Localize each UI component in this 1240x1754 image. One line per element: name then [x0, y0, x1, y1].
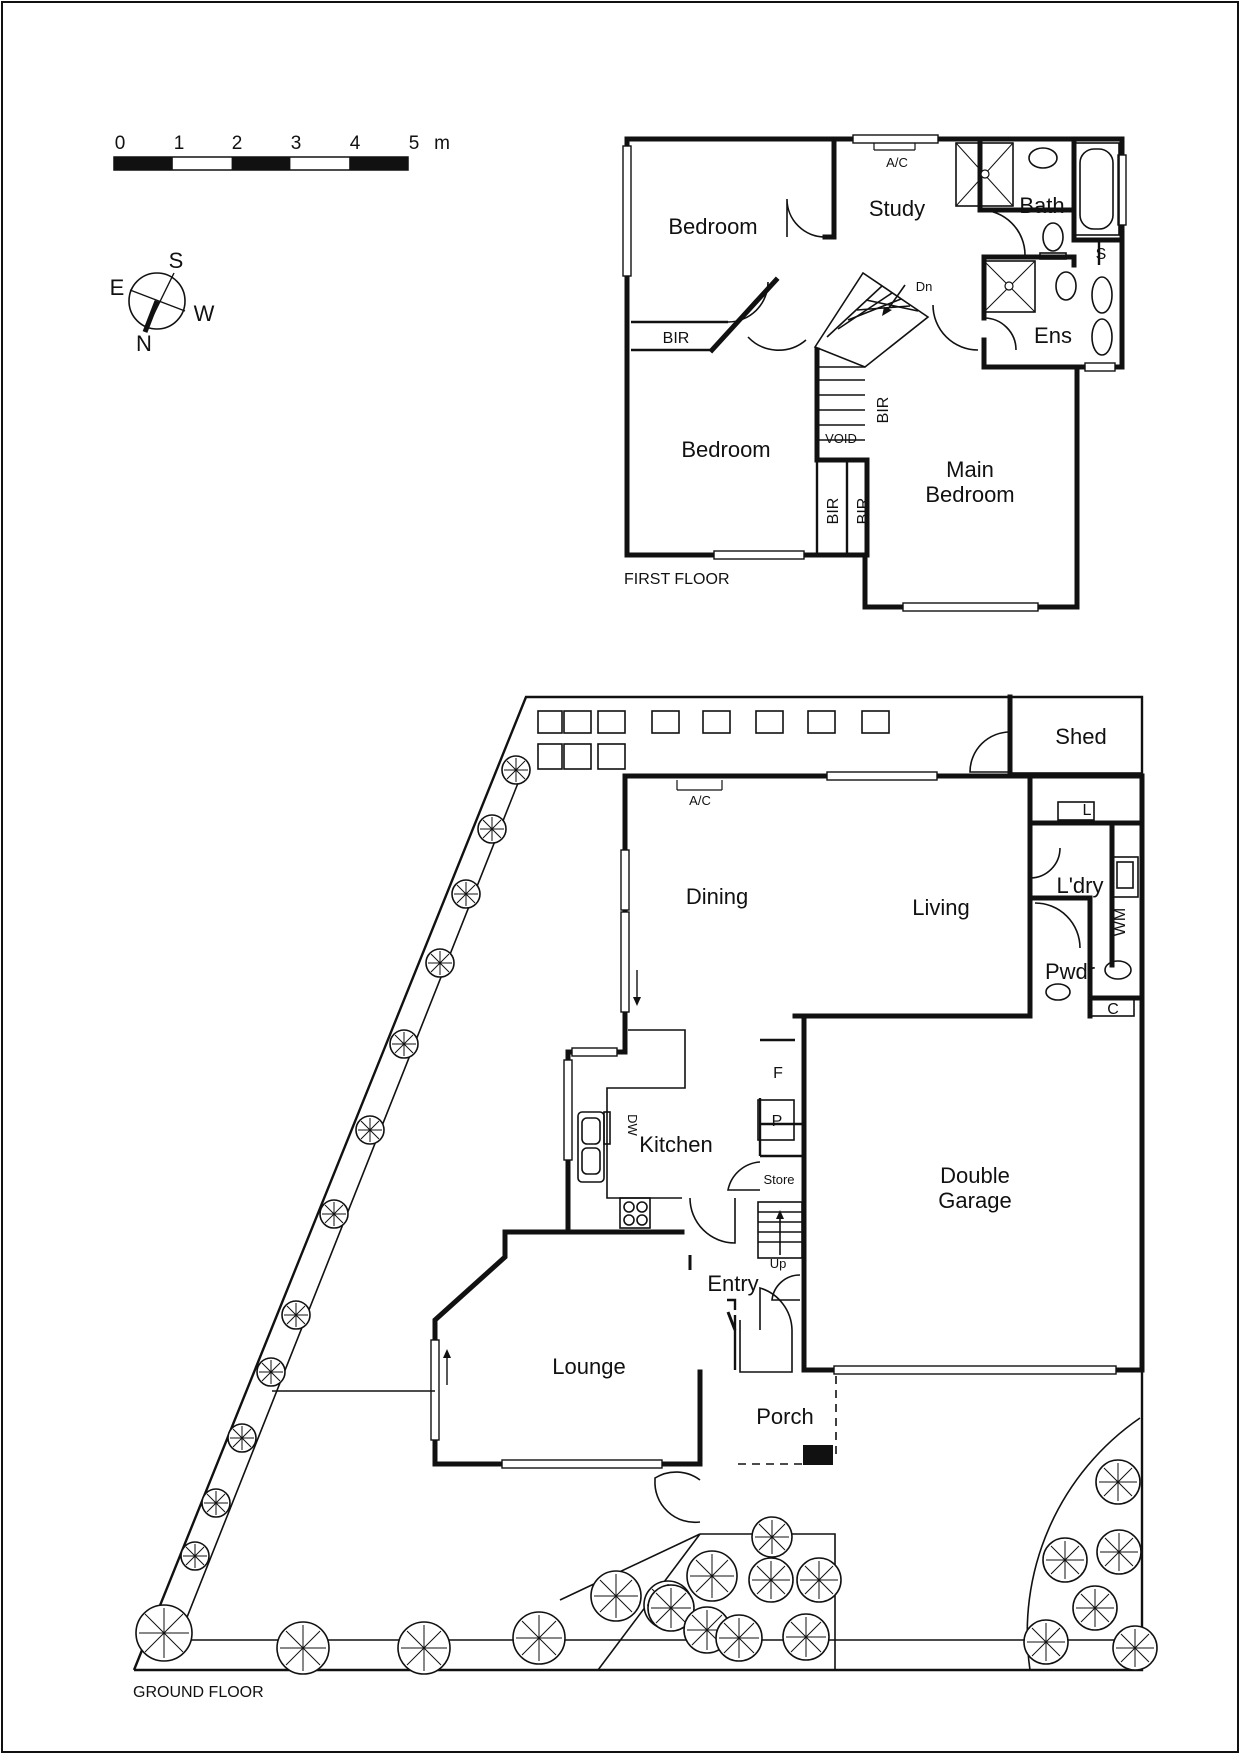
ff-s-label: S	[1096, 246, 1107, 263]
scale-tick-4: 4	[350, 133, 361, 154]
gf-shed-label: Shed	[1055, 724, 1106, 749]
ground-floor-plan: Shed A/C L Dining Living L'dry WM Pwdr C…	[132, 694, 1158, 1701]
gf-store-label: Store	[763, 1172, 794, 1187]
compass-e: E	[110, 275, 125, 300]
scale-unit: m	[434, 133, 450, 154]
gf-garage-line2: Garage	[938, 1188, 1011, 1213]
gf-dining-label: Dining	[686, 884, 748, 909]
gf-c-label: C	[1107, 1001, 1119, 1018]
gf-p-label: P	[772, 1113, 783, 1130]
scale-bar: 0 1 2 3 4 5 m	[113, 133, 450, 171]
gf-f-label: F	[773, 1065, 783, 1082]
ff-void-label: VOID	[825, 431, 857, 446]
ff-main-bedroom-line1: Main	[946, 457, 994, 482]
ff-main-bedroom-line2: Bedroom	[925, 482, 1014, 507]
first-floor-plan: Bedroom Study A/C Bath S Dn BIR Ens Bedr…	[622, 134, 1127, 612]
scale-tick-2: 2	[232, 133, 243, 154]
gf-living-label: Living	[912, 895, 969, 920]
compass-w: W	[194, 301, 215, 326]
first-floor-title: FIRST FLOOR	[624, 571, 730, 588]
gf-ac-label: A/C	[689, 793, 711, 808]
compass: S E W N	[110, 248, 215, 356]
gf-wm-label: WM	[1112, 908, 1129, 936]
ff-dn-label: Dn	[916, 279, 933, 294]
scale-tick-0: 0	[115, 133, 126, 154]
gf-garage-line1: Double	[940, 1163, 1010, 1188]
compass-n: N	[136, 331, 152, 356]
ff-bir-label-1: BIR	[663, 330, 690, 347]
compass-s: S	[169, 248, 184, 273]
ff-ac-label: A/C	[886, 155, 908, 170]
gf-porch-label: Porch	[756, 1404, 813, 1429]
gf-kitchen-label: Kitchen	[639, 1132, 712, 1157]
gf-lounge-label: Lounge	[552, 1354, 625, 1379]
ff-ens-label: Ens	[1034, 323, 1072, 348]
ff-bedroom-2-label: Bedroom	[681, 437, 770, 462]
scale-tick-5: 5	[409, 133, 420, 154]
gf-up-label: Up	[770, 1256, 787, 1271]
gf-l-label: L	[1083, 802, 1092, 819]
gf-laundry-label: L'dry	[1057, 873, 1104, 898]
ff-bir-label-2: BIR	[875, 397, 892, 424]
ff-bir-label-4: BIR	[855, 498, 872, 525]
ff-bir-label-3: BIR	[825, 498, 842, 525]
ff-study-label: Study	[869, 196, 925, 221]
ground-floor-title: GROUND FLOOR	[133, 1684, 264, 1701]
trees	[135, 755, 1158, 1675]
gf-entry-label: Entry	[707, 1271, 758, 1296]
ff-bath-label: Bath	[1019, 193, 1064, 218]
gf-dw-label: DW	[625, 1114, 640, 1136]
ff-bedroom-label: Bedroom	[668, 214, 757, 239]
scale-tick-1: 1	[174, 133, 185, 154]
scale-tick-3: 3	[291, 133, 302, 154]
gf-powder-label: Pwdr	[1045, 959, 1095, 984]
